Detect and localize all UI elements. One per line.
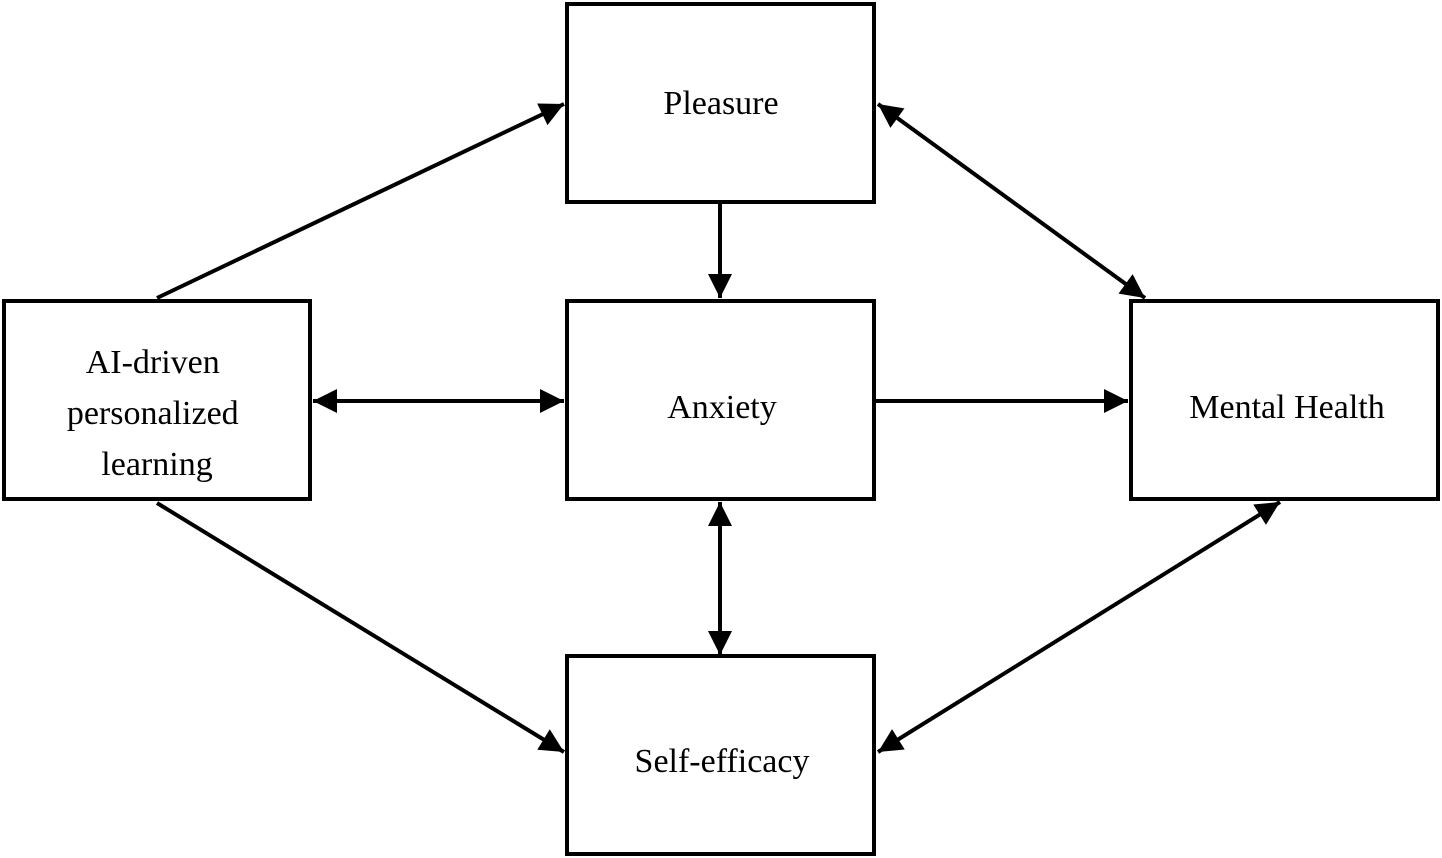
node-self-efficacy: Self-efficacy — [565, 654, 876, 856]
node-anxiety: Anxiety — [565, 299, 876, 501]
edge-ai-to-pleasure — [156, 102, 565, 300]
node-ai-label-line-1: AI-driven — [86, 344, 220, 381]
node-mental-health-label: Mental Health — [1189, 389, 1384, 426]
node-ai-box — [2, 299, 312, 501]
node-ai-label: AI-driven personalized learning — [67, 344, 247, 483]
node-anxiety-box — [565, 299, 876, 501]
node-ai-label-line-2: personalized — [67, 395, 239, 432]
node-anxiety-label: Anxiety — [667, 389, 777, 426]
edge-pleasure-mental-health-bidirectional — [876, 102, 1147, 300]
node-mental-health-box — [1129, 299, 1440, 501]
node-anxiety-label-line-1: Anxiety — [667, 389, 777, 426]
node-pleasure-label-line-1: Pleasure — [663, 85, 778, 122]
node-self-efficacy-label-line-1: Self-efficacy — [635, 743, 810, 780]
node-pleasure-box — [565, 2, 876, 204]
edge-mental-health-self-efficacy-bidirectional — [876, 500, 1282, 754]
edge-ai-to-self-efficacy — [155, 501, 566, 754]
node-pleasure-label: Pleasure — [663, 85, 778, 122]
edges-layer — [155, 102, 1282, 754]
node-self-efficacy-label: Self-efficacy — [635, 743, 810, 780]
node-mental-health: Mental Health — [1129, 299, 1440, 501]
node-mental-health-label-line-1: Mental Health — [1189, 389, 1384, 426]
node-ai-label-line-3: learning — [101, 446, 212, 483]
node-pleasure: Pleasure — [565, 2, 876, 204]
node-self-efficacy-box — [565, 654, 876, 856]
node-ai-driven-personalized-learning: AI-driven personalized learning — [2, 299, 312, 501]
